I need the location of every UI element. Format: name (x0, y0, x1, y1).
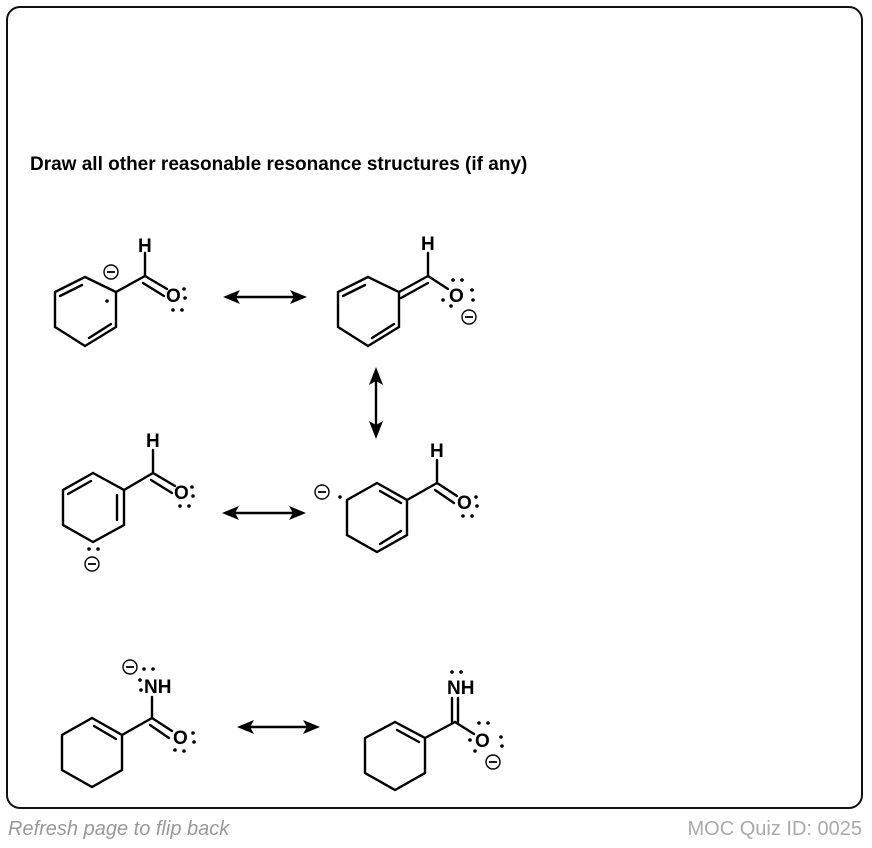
structure-3: H O (61, 431, 195, 572)
negative-charge-icon (485, 754, 501, 770)
question-text: Draw all other reasonable resonance stru… (30, 154, 528, 175)
resonance-arrow (223, 290, 307, 304)
negative-charge-icon (84, 556, 100, 572)
svg-text:NH: NH (447, 678, 474, 699)
svg-text:H: H (421, 234, 435, 255)
negative-charge-icon (461, 309, 477, 325)
structure-6: NH O (363, 670, 504, 792)
svg-text:O: O (166, 286, 181, 307)
quiz-id: MOC Quiz ID: 0025 (687, 818, 862, 840)
svg-text:O: O (475, 731, 490, 752)
structure-5: NH O (60, 659, 196, 789)
svg-text:O: O (174, 483, 189, 504)
svg-text:H: H (138, 236, 152, 257)
svg-text:O: O (449, 286, 464, 307)
svg-text:NH: NH (144, 677, 171, 698)
structure-4: H O (314, 441, 479, 554)
resonance-arrow (369, 367, 383, 439)
flip-hint: Refresh page to flip back (8, 818, 230, 840)
svg-text:H: H (146, 431, 160, 452)
resonance-arrow (237, 720, 320, 734)
svg-text:O: O (457, 493, 472, 514)
svg-text:H: H (430, 441, 444, 462)
quiz-card[interactable] (6, 6, 863, 809)
negative-charge-icon (103, 264, 119, 280)
structure-2: H O (336, 234, 477, 348)
negative-charge-icon (314, 484, 330, 500)
structure-1: H O (53, 236, 187, 348)
resonance-arrow (222, 506, 306, 520)
negative-charge-icon (122, 659, 138, 675)
svg-text:O: O (173, 728, 188, 749)
